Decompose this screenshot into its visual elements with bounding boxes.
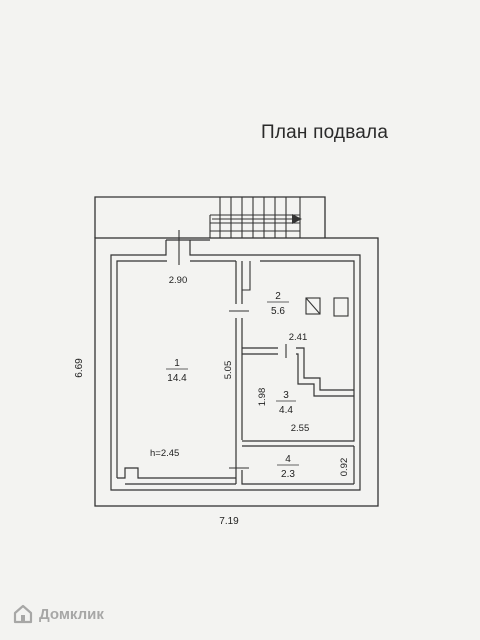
room1-area: 14.4 xyxy=(167,373,187,384)
stair-enclosure xyxy=(94,196,326,238)
dim-room1-height: h=2.45 xyxy=(150,448,179,459)
vent-box-cross xyxy=(305,297,321,315)
room2-number: 2 xyxy=(275,291,281,302)
dim-room3-depth: 1.98 xyxy=(257,388,268,407)
room2-notch xyxy=(242,261,251,291)
vent-box xyxy=(305,297,321,315)
plan-title: План подвала xyxy=(261,122,389,143)
stairs xyxy=(209,197,301,238)
wall-lines xyxy=(110,239,361,491)
dim-room1-width: 2.90 xyxy=(169,275,188,286)
door-markers xyxy=(178,230,287,469)
watermark-text: Домклик xyxy=(39,605,104,623)
dim-overall-height: 6.69 xyxy=(74,358,85,378)
domclick-watermark: Домклик xyxy=(12,603,104,625)
dim-room1-depth: 5.05 xyxy=(223,361,234,380)
stair-arrow-icon xyxy=(212,214,302,224)
room3-number: 3 xyxy=(283,390,289,401)
house-logo-icon xyxy=(13,604,33,624)
room2-area: 5.6 xyxy=(271,306,285,317)
dim-room4-depth: 0.92 xyxy=(339,458,350,477)
room1-number: 1 xyxy=(174,358,180,369)
room4-area: 2.3 xyxy=(281,469,295,480)
dim-room3-width: 2.55 xyxy=(291,423,310,434)
room4-number: 4 xyxy=(285,454,291,465)
niche-box xyxy=(333,297,349,317)
dim-overall-width: 7.19 xyxy=(219,516,239,527)
outer-boundary xyxy=(94,237,379,507)
room3-area: 4.4 xyxy=(279,405,293,416)
dim-room2-width: 2.41 xyxy=(289,332,308,343)
